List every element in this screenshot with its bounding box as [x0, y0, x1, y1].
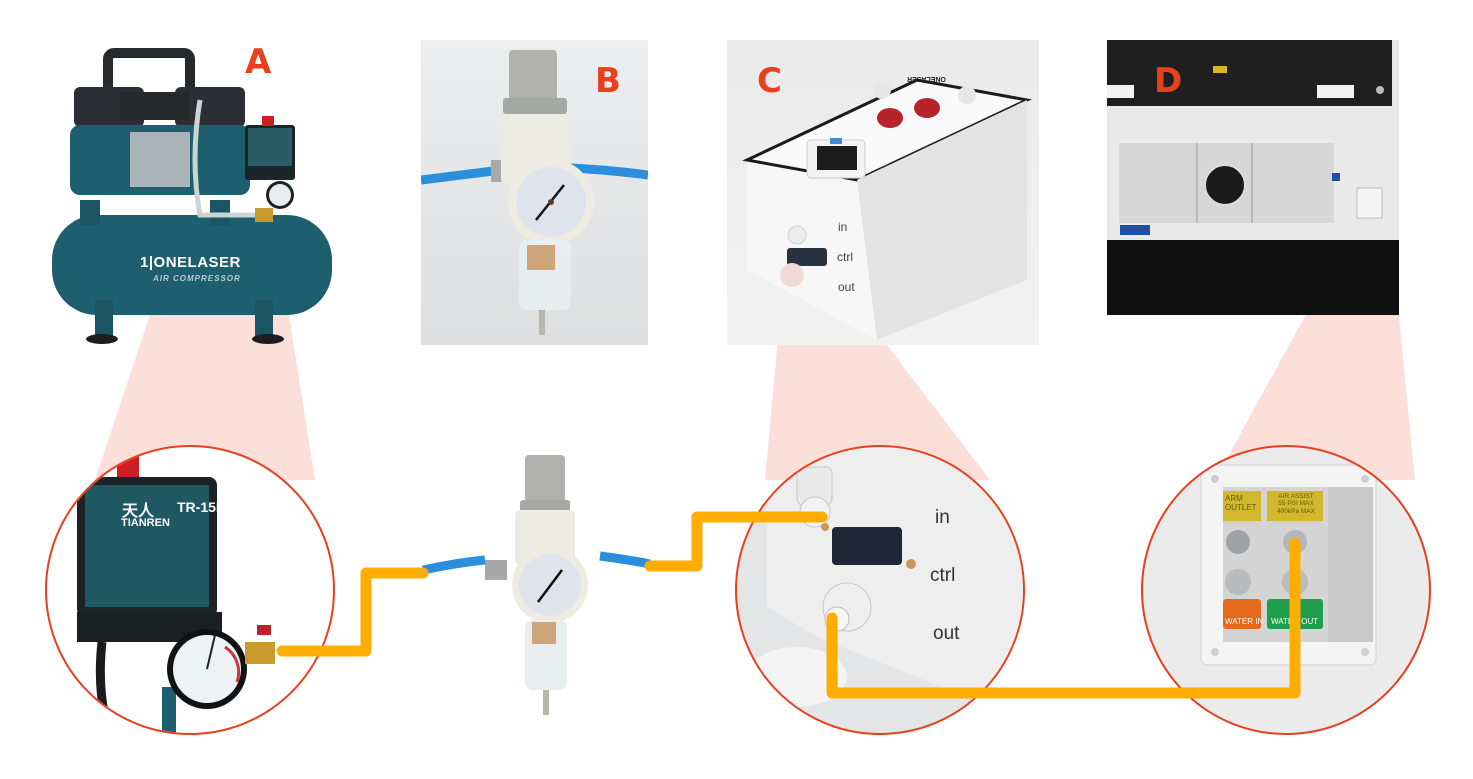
callout-c-detail: in ctrl out	[735, 445, 1025, 735]
control-box-illustration	[742, 78, 1032, 340]
label-c: C	[757, 61, 782, 101]
port-label-in: in	[838, 220, 848, 234]
compressor-brand-logo: 1|ONELASER	[140, 254, 241, 271]
compressor-photo: 1|ONELASER AIR COMPRESSOR	[40, 40, 340, 345]
regulator-inline-illustration	[485, 455, 588, 715]
detail-port-label-in: in	[935, 507, 950, 528]
pressure-switch-model: TR-15L	[177, 499, 225, 515]
port-label-water-out: WATER OUT	[1271, 617, 1319, 626]
regulator-illustration	[421, 50, 648, 335]
regulator-photo	[421, 40, 648, 345]
label-a: A	[245, 42, 272, 82]
port-panel-illustration	[1200, 464, 1377, 666]
port-label-water-in: WATER IN	[1225, 617, 1264, 626]
label-b: B	[595, 61, 621, 101]
callout-d-detail: ARM OUTLET AIR ASSIST 55 PSI MAX 400kPa …	[1141, 445, 1431, 735]
port-label-ctrl: ctrl	[837, 250, 853, 264]
laser-machine-photo	[1107, 40, 1407, 325]
detail-port-label-ctrl: ctrl	[930, 565, 956, 586]
detail-port-label-out: out	[933, 623, 960, 644]
ports-illustration	[747, 447, 1023, 707]
compressor-illustration	[52, 48, 332, 344]
pressure-switch-brand: TIANREN	[121, 517, 170, 529]
laser-machine-illustration	[1107, 40, 1399, 315]
compressor-subtitle: AIR COMPRESSOR	[153, 274, 241, 283]
port-label-arm-outlet: ARM OUTLET	[1225, 494, 1257, 512]
port-label-out: out	[838, 280, 855, 294]
regulator-inline	[470, 450, 620, 730]
pressure-switch-illustration	[77, 455, 275, 733]
callout-beam-c	[765, 310, 990, 480]
control-box-brand: ONELASER	[907, 75, 946, 82]
label-d: D	[1154, 61, 1183, 101]
control-box-photo: ONELASER in ctrl out	[727, 40, 1039, 345]
port-label-air-assist: AIR ASSIST 55 PSI MAX 400kPa MAX	[1277, 493, 1315, 515]
pressure-switch-brand-cn: 天人	[122, 501, 155, 520]
callout-a-detail: 天人 TIANREN TR-15L	[45, 445, 335, 735]
